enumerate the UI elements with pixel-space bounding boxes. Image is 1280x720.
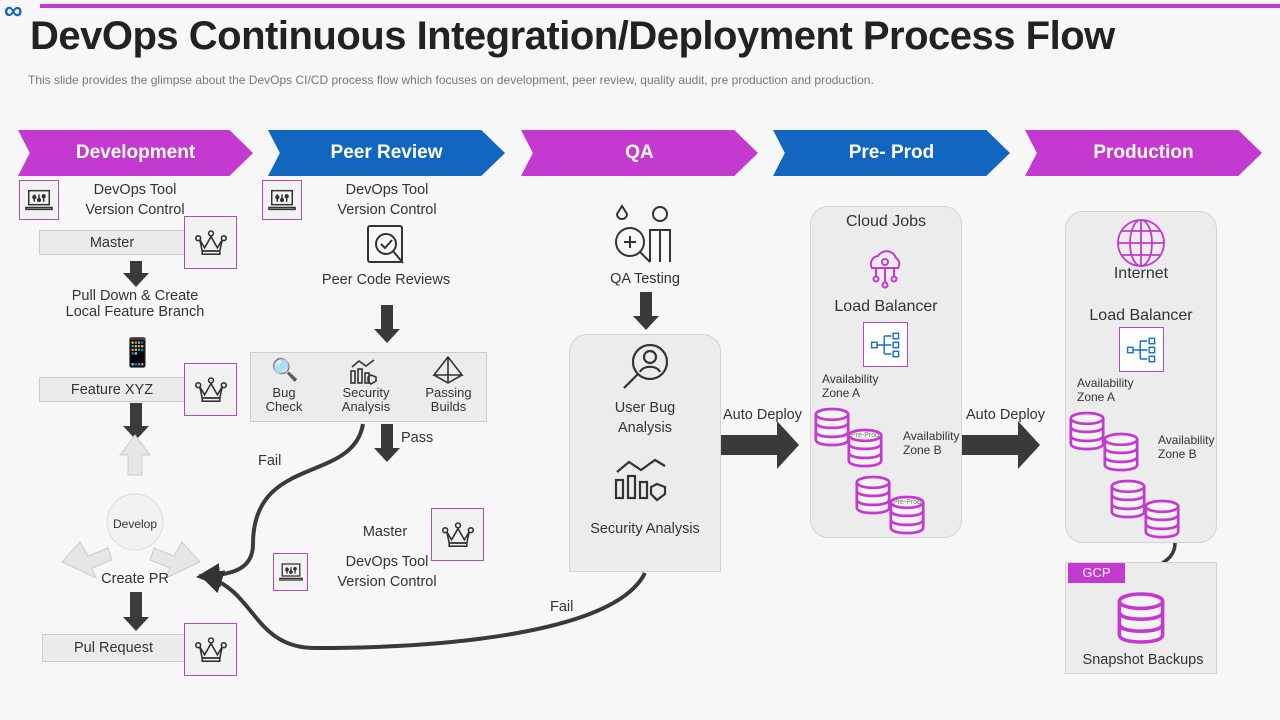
preprod-db-label: Pre-Prod (893, 499, 922, 506)
preprod-zone-b-sub: Zone B (903, 443, 942, 457)
laptop-settings-icon (25, 188, 53, 212)
cloud-network-icon (869, 250, 901, 289)
logo-icon: ∞ (4, 0, 23, 25)
crown-icon-box (184, 363, 237, 416)
bug-check-label: Bug (272, 385, 296, 400)
snapshot-backups-label: Snapshot Backups (1082, 652, 1204, 668)
database-icon (1117, 591, 1165, 645)
user-search-icon (623, 343, 669, 389)
mobile-settings-icon: 📱 (120, 337, 155, 368)
peer-tool-label: DevOps Tool (345, 182, 429, 198)
preprod-zone-a-label: Availability (822, 372, 879, 386)
crown-icon-box (431, 508, 484, 561)
database-icon (814, 406, 850, 448)
preprod-db-label: Pre-Prod (851, 432, 880, 439)
passing-builds-sub: Builds (430, 399, 467, 414)
devops-tool-icon-box (273, 553, 308, 591)
prod-zone-b-label: Availability (1158, 433, 1215, 447)
dev-tool-label: DevOps Tool (93, 182, 177, 198)
auto-deploy-label-1: Auto Deploy (723, 407, 802, 423)
auto-deploy-arrow (962, 421, 1040, 469)
stage-production: Production (1025, 130, 1262, 176)
network-triangle-icon (432, 355, 464, 384)
create-pr-label: Create PR (101, 571, 169, 587)
page-subtitle: This slide provides the glimpse about th… (28, 73, 874, 87)
internet-label: Internet (1113, 265, 1169, 282)
fail-label: Fail (258, 453, 282, 469)
crown-icon-box (184, 216, 237, 269)
prod-zone-b-sub: Zone B (1158, 447, 1197, 461)
passing-builds-label: Passing (425, 385, 472, 400)
database-icon (1144, 498, 1180, 540)
top-accent-line (40, 4, 1280, 8)
stage-development: Development (18, 130, 253, 176)
master-label: Master (362, 524, 408, 540)
qa-fail-label: Fail (550, 599, 574, 615)
laptop-settings-icon (279, 562, 303, 582)
crown-icon (195, 377, 227, 403)
prod-zone-a-sub: Zone A (1077, 390, 1116, 404)
user-bug-label: User Bug (614, 400, 676, 416)
peer-tool2-label: DevOps Tool (345, 554, 429, 570)
bug-check-sub: Check (265, 399, 303, 414)
gcp-badge: GCP (1068, 563, 1125, 583)
dev-tool-sub: Version Control (85, 202, 185, 218)
develop-cycle-icon (61, 434, 201, 579)
pull-down-sub: Local Feature Branch (65, 304, 205, 320)
qa-panel (569, 334, 721, 572)
develop-label: Develop (112, 517, 158, 531)
database-icon (1103, 431, 1139, 473)
page-title: DevOps Continuous Integration/Deployment… (30, 14, 1115, 58)
auto-deploy-label-2: Auto Deploy (966, 407, 1045, 423)
prod-load-balancer-label: Load Balancer (1089, 307, 1193, 324)
globe-icon (1117, 219, 1165, 267)
code-review-icon (367, 225, 404, 264)
peer-tool-sub: Version Control (337, 202, 437, 218)
devops-tool-icon-box (19, 180, 59, 220)
qa-testing-icon (615, 204, 671, 263)
qa-security-label: Security Analysis (590, 521, 700, 537)
crown-icon (195, 637, 227, 663)
load-balancer-icon-box (863, 322, 908, 367)
master-branch: Master (39, 230, 185, 255)
crown-icon-box (184, 623, 237, 676)
security-check-label: Security (342, 385, 390, 400)
pull-request-box: Pul Request (42, 634, 185, 662)
pass-label: Pass (401, 430, 434, 446)
devops-tool-icon-box (262, 180, 302, 220)
load-balancer-icon-box (1119, 327, 1164, 372)
load-balancer-icon (868, 327, 904, 363)
pull-down-label: Pull Down & Create (71, 288, 199, 304)
database-icon (1110, 478, 1146, 520)
preprod-zone-b-label: Availability (903, 429, 960, 443)
prod-zone-a-label: Availability (1077, 376, 1134, 390)
load-balancer-icon (1124, 332, 1160, 368)
security-analytics-icon (350, 359, 377, 386)
feature-branch: Feature XYZ (39, 377, 185, 402)
peer-tool2-sub: Version Control (337, 574, 437, 590)
preprod-zone-a-sub: Zone A (822, 386, 861, 400)
database-icon (855, 474, 891, 516)
cloud-jobs-label: Cloud Jobs (845, 213, 927, 230)
user-bug-sub: Analysis (618, 420, 672, 436)
qa-testing-label: QA Testing (610, 271, 680, 287)
preprod-load-balancer-label: Load Balancer (834, 298, 938, 315)
stage-qa: QA (521, 130, 758, 176)
crown-icon (195, 230, 227, 256)
bug-search-icon: 🔍 (271, 357, 299, 382)
stage-peer-review: Peer Review (268, 130, 505, 176)
peer-code-reviews-label: Peer Code Reviews (321, 272, 451, 288)
auto-deploy-arrow (721, 421, 799, 469)
stage-pre-prod: Pre- Prod (773, 130, 1010, 176)
laptop-settings-icon (268, 188, 296, 212)
crown-icon (442, 522, 474, 548)
database-icon (1069, 410, 1105, 452)
security-check-sub: Analysis (341, 399, 391, 414)
security-analytics-icon (614, 458, 667, 502)
